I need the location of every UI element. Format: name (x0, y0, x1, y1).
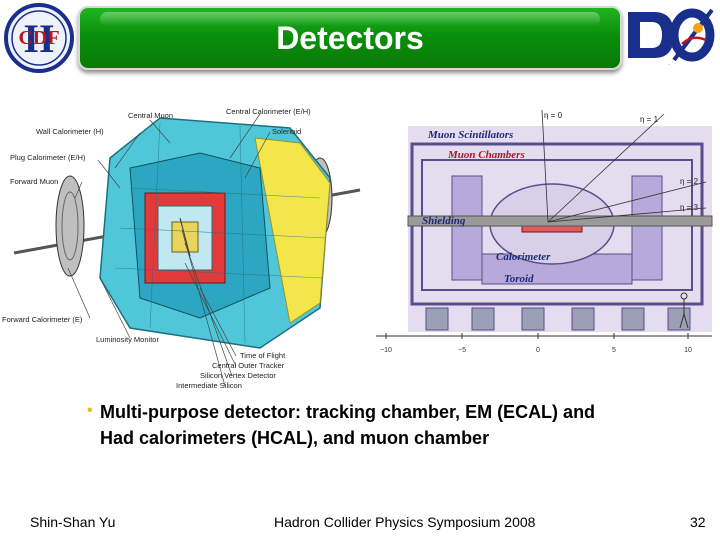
label-plug-calorimeter: Plug Calorimeter (E/H) (10, 153, 86, 162)
d0-logo: DØ (628, 8, 715, 66)
axis-tick: −10 (380, 347, 392, 354)
wall-calorimeter (254, 137, 331, 324)
title-bar-shine (100, 12, 600, 26)
bullet-marker: • (87, 402, 93, 419)
label-muon-scintillators: Muon Scintillators (427, 129, 513, 141)
axis-tick: 5 (612, 347, 616, 354)
intermediate-silicon (179, 217, 191, 257)
label-luminosity-monitor: Luminosity Monitor (96, 335, 159, 344)
bullet-line-2: Had calorimeters (HCAL), and muon chambe… (100, 428, 490, 448)
label-eta1: η = 1 (640, 115, 659, 124)
label-central-muon: Central Muon (128, 111, 173, 120)
label-forward-muon: Forward Muon (10, 177, 58, 186)
footer-page-number: 32 (690, 514, 706, 530)
cdf-detector-figure: Central Muon Central Calorimeter (E/H) W… (2, 107, 361, 390)
cdf-logo-text: CDF (18, 27, 59, 49)
label-forward-calorimeter: Forward Calorimeter (E) (2, 315, 83, 324)
label-solenoid: Solenoid (272, 127, 301, 136)
footer-event: Hadron Collider Physics Symposium 2008 (274, 514, 536, 530)
forward-calorimeter-disk (55, 175, 85, 277)
label-eta2: η = 2 (680, 177, 699, 186)
title-bar: Detectors (78, 6, 622, 70)
bullet-line-1: Multi-purpose detector: tracking chamber… (100, 402, 596, 422)
person-scale-figure (679, 292, 689, 329)
axis-tick: 10 (684, 347, 692, 354)
label-silicon-vertex-detector: Silicon Vertex Detector (200, 371, 276, 380)
label-wall-calorimeter: Wall Calorimeter (H) (36, 127, 104, 136)
axis-tick: −5 (458, 347, 466, 354)
cdf-logo-numeral: II (23, 16, 54, 61)
d0-detector-figure: −10 −5 0 5 10 Muon Scintillators Muon Ch… (376, 109, 713, 354)
cdf-logo: II CDF (4, 3, 74, 73)
label-eta0: η = 0 (544, 111, 563, 120)
d0-logo-text: DØ (668, 64, 670, 66)
label-muon-chambers: Muon Chambers (447, 149, 525, 161)
label-central-calorimeter: Central Calorimeter (E/H) (226, 107, 311, 116)
label-calorimeter: Calorimeter (496, 251, 551, 263)
toroid-left (451, 175, 483, 281)
label-intermediate-silicon: Intermediate Silicon (176, 381, 242, 390)
axis-tick: 0 (536, 347, 540, 354)
label-toroid: Toroid (504, 273, 534, 285)
label-shielding: Shielding (422, 215, 466, 227)
bullet-text: Multi-purpose detector: tracking chamber… (100, 399, 700, 451)
label-eta3: η = 3 (680, 203, 699, 212)
label-central-outer-tracker: Central Outer Tracker (212, 361, 285, 370)
label-time-of-flight: Time of Flight (240, 351, 286, 360)
slide-title: Detectors (276, 20, 424, 56)
toroid-right (631, 175, 663, 281)
footer-author: Shin-Shan Yu (30, 514, 116, 530)
